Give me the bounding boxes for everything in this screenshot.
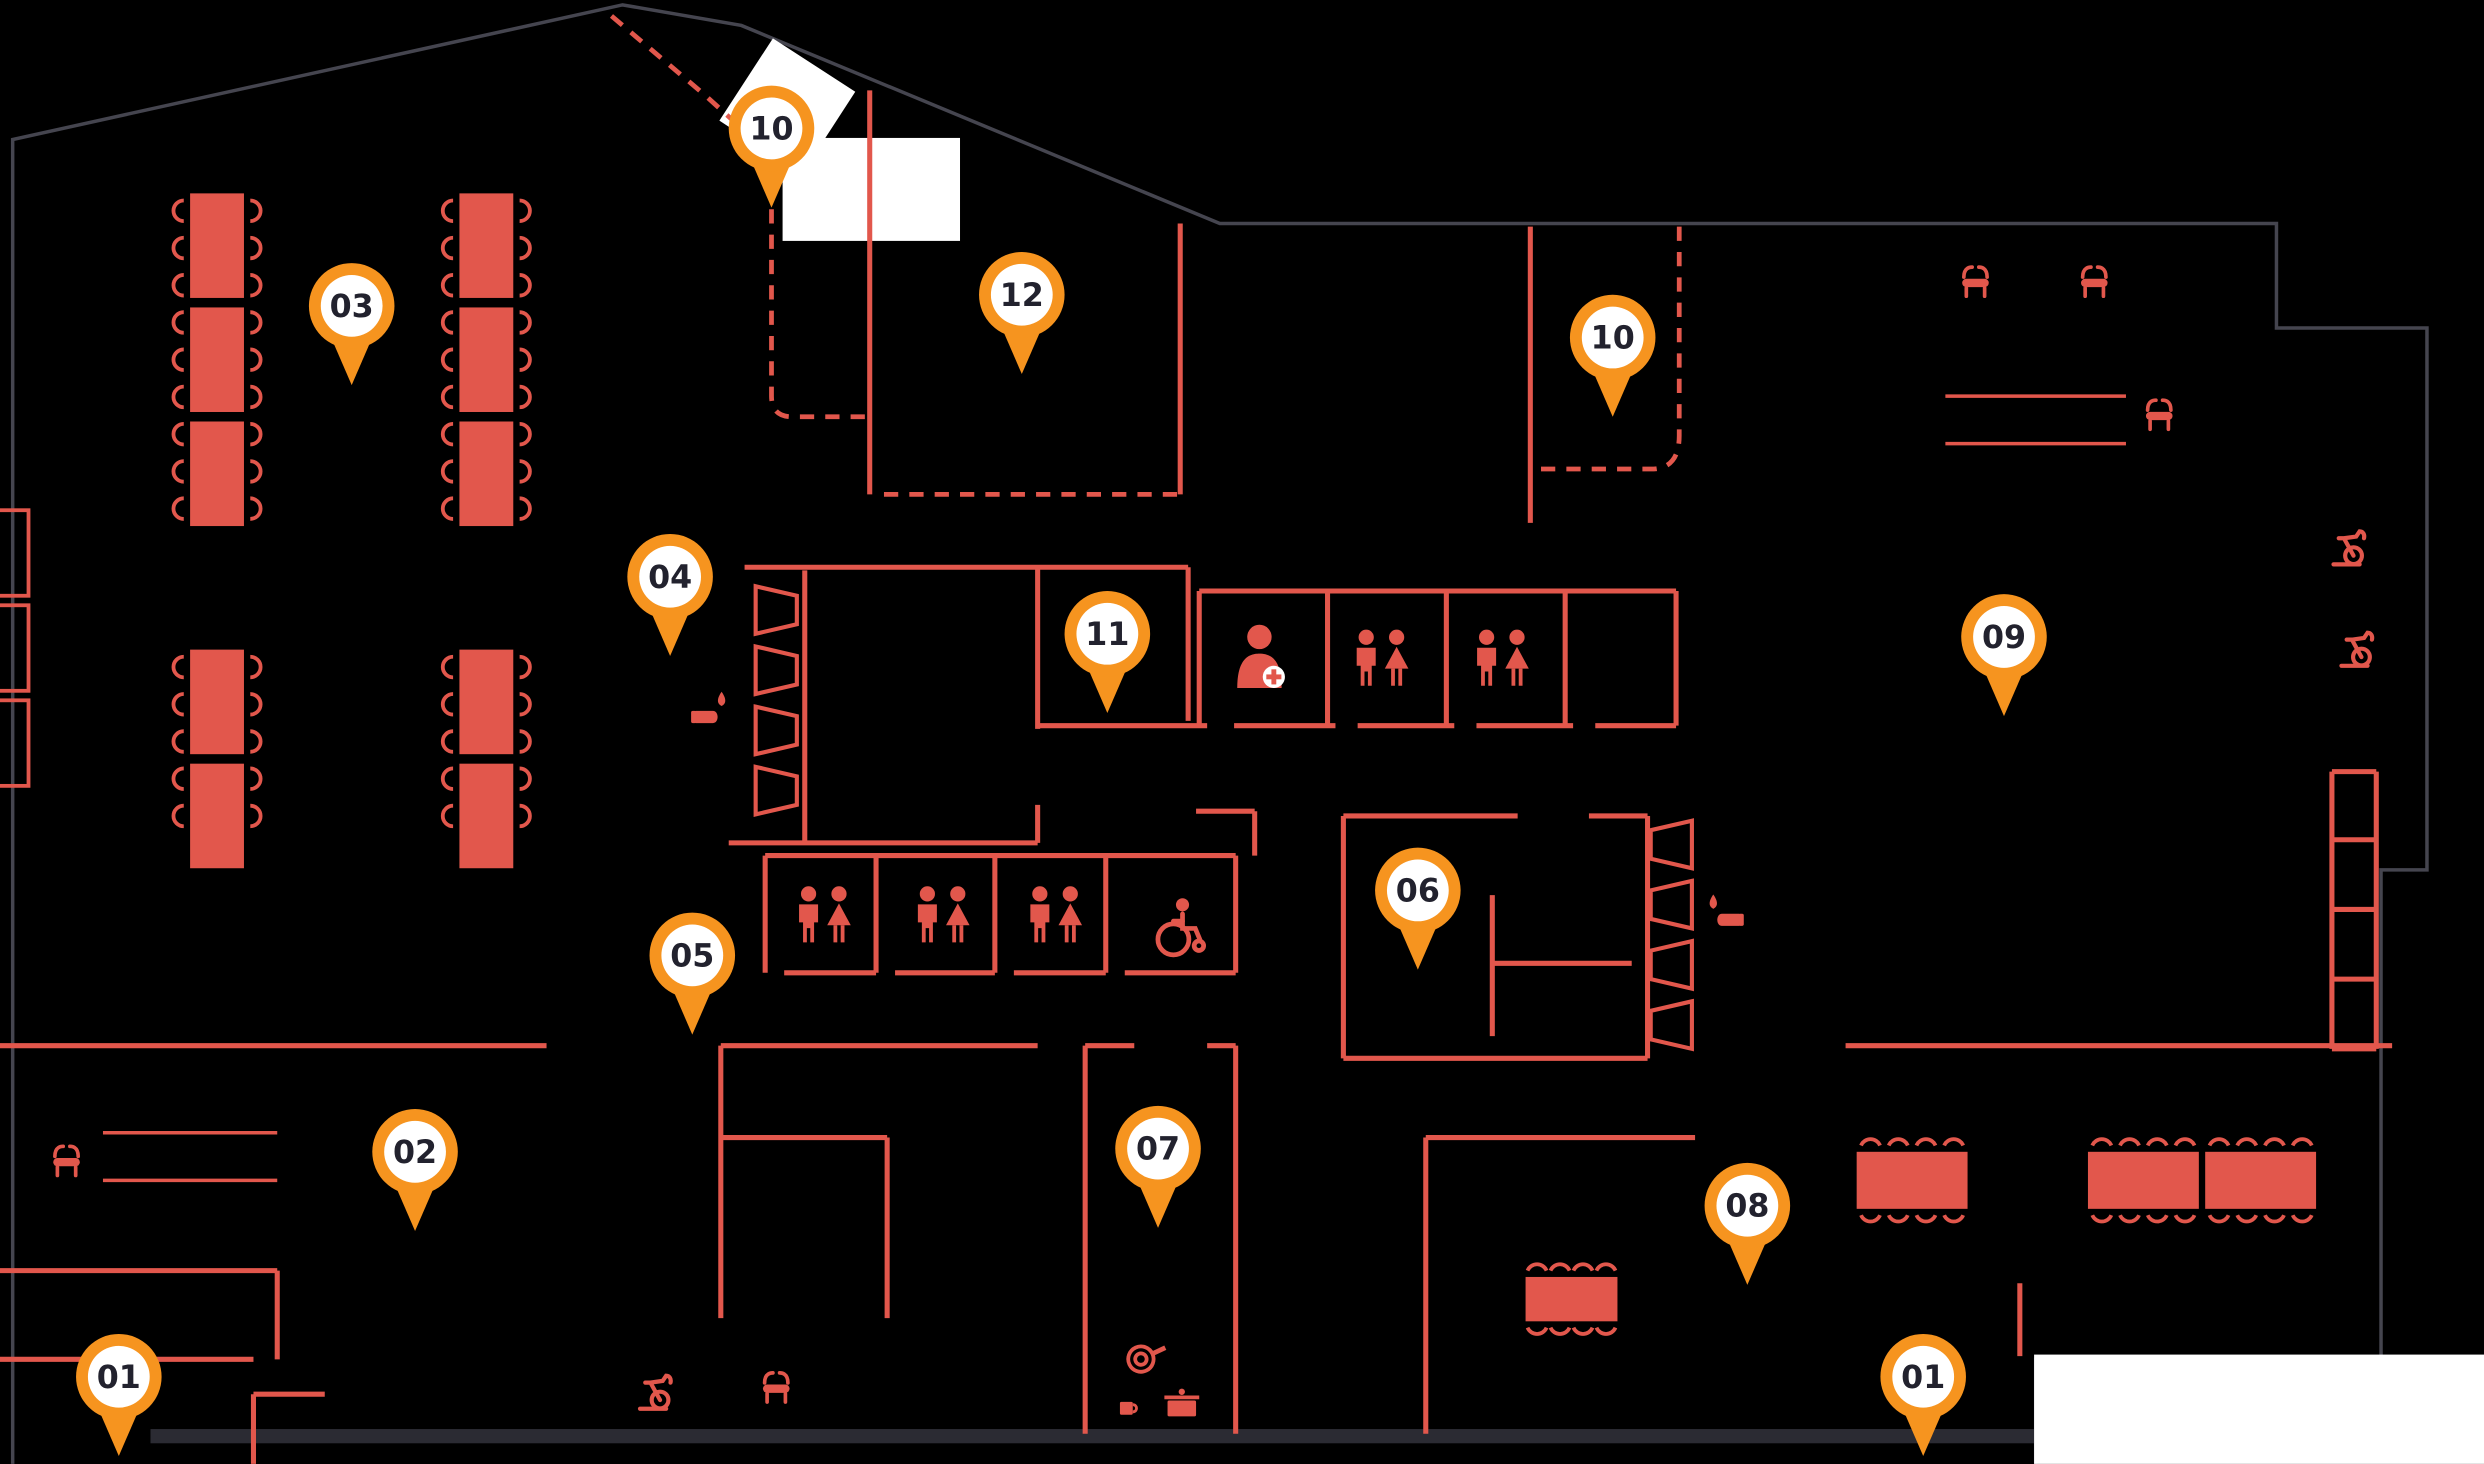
banquet-table xyxy=(171,649,263,869)
pin-number-label: 04 xyxy=(648,560,692,596)
map-pin-03[interactable]: 03 xyxy=(308,263,395,386)
pin-number-label: 05 xyxy=(670,938,714,974)
building-cutout xyxy=(2034,1354,2484,1464)
map-pin-12[interactable]: 12 xyxy=(979,251,1065,374)
map-pin-01[interactable]: 01 xyxy=(76,1333,162,1456)
interior-walls xyxy=(0,14,2393,1464)
pin-number-label: 06 xyxy=(1396,874,1440,910)
map-pin-09[interactable]: 09 xyxy=(1961,594,2047,717)
location-pins: 10 03 12 10 04 11 09 06 xyxy=(76,85,2047,1456)
bottom-wall-bar xyxy=(150,1429,2036,1444)
stall-door xyxy=(1648,878,1694,932)
dining-table xyxy=(2087,1137,2199,1224)
banquet-table xyxy=(171,193,263,527)
banquet-table xyxy=(440,193,532,527)
pin-number-label: 01 xyxy=(1901,1360,1945,1396)
pin-number-label: 09 xyxy=(1982,620,2026,656)
map-pin-11[interactable]: 11 xyxy=(1064,591,1151,713)
stall-door xyxy=(753,643,799,697)
map-pin-07[interactable]: 07 xyxy=(1115,1105,1201,1228)
pin-number-label: 02 xyxy=(393,1135,437,1171)
stall-door xyxy=(753,704,799,757)
pin-number-label: 01 xyxy=(97,1360,141,1396)
pin-number-label: 08 xyxy=(1725,1189,1769,1225)
map-pin-02[interactable]: 02 xyxy=(372,1109,458,1232)
dining-table xyxy=(1856,1137,1968,1224)
map-pin-05[interactable]: 05 xyxy=(649,912,736,1035)
pin-number-label: 07 xyxy=(1136,1132,1180,1168)
map-pin-04[interactable]: 04 xyxy=(627,533,713,656)
stall-door xyxy=(1648,998,1694,1052)
map-pin-10[interactable]: 10 xyxy=(728,85,815,208)
pin-number-label: 12 xyxy=(1000,278,1044,314)
banquet-table xyxy=(440,649,532,869)
dining-table xyxy=(1525,1262,1618,1336)
furniture xyxy=(171,193,2317,1336)
stall-door xyxy=(753,764,799,817)
map-pin-08[interactable]: 08 xyxy=(1704,1162,1791,1285)
pin-number-label: 10 xyxy=(1591,321,1635,357)
pin-number-label: 03 xyxy=(330,289,374,325)
stall-door xyxy=(753,583,799,637)
map-pin-10[interactable]: 10 xyxy=(1569,294,1656,417)
stall-door xyxy=(1648,818,1694,871)
map-pin-01[interactable]: 01 xyxy=(1880,1333,1966,1456)
dining-table xyxy=(2205,1137,2317,1224)
map-pin-06[interactable]: 06 xyxy=(1375,847,1461,970)
pin-number-label: 11 xyxy=(1085,617,1129,653)
pin-number-label: 10 xyxy=(749,112,793,148)
stall-door xyxy=(1648,938,1694,992)
